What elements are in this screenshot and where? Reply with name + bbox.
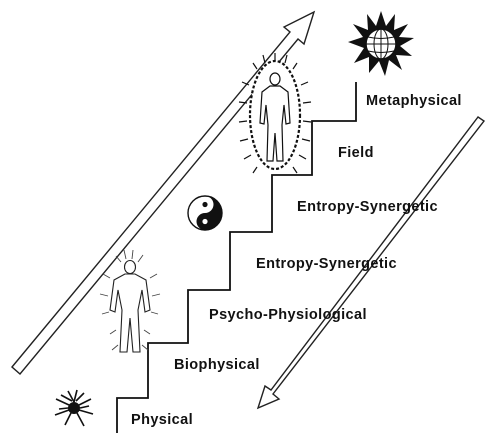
physical-burst-icon (55, 390, 93, 426)
globe-sun-icon (348, 11, 414, 76)
yin-yang-icon (188, 196, 222, 230)
level-label-field: Field (338, 145, 374, 161)
level-label-psycho-physiological: Psycho-Physiological (209, 307, 367, 323)
level-label-physical: Physical (131, 412, 193, 428)
glowing-figure-icon (239, 53, 311, 173)
level-label-entropy-synergetic-lower: Entropy-Synergetic (256, 256, 397, 272)
level-label-biophysical: Biophysical (174, 357, 260, 373)
level-label-entropy-synergetic-upper: Entropy-Synergetic (297, 199, 438, 215)
level-label-metaphysical: Metaphysical (366, 93, 462, 109)
